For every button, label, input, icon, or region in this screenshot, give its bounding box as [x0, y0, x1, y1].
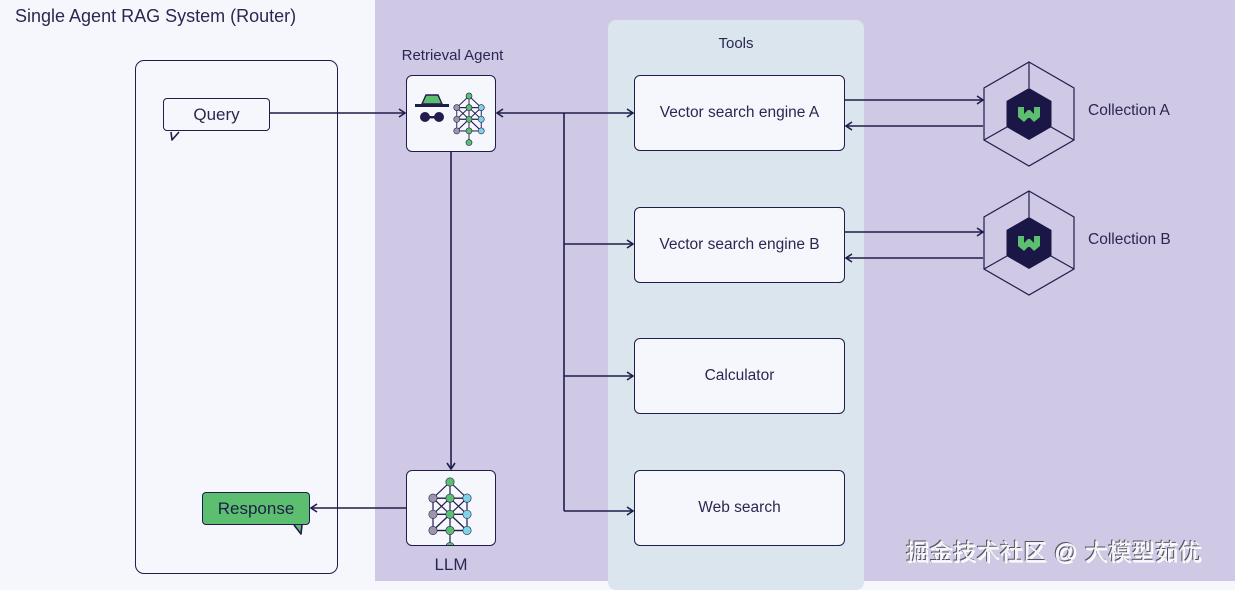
tool-vector-search-a: Vector search engine A [634, 75, 845, 151]
neural-network-icon [453, 93, 485, 147]
network-node [466, 116, 473, 123]
response-label: Response [217, 498, 295, 518]
collection-a-label: Collection A [1088, 102, 1170, 119]
query-bubble-tail [170, 131, 180, 141]
network-node [446, 542, 455, 546]
watermark: 掘金技术社区 @ 大模型茹优 [906, 539, 1203, 565]
network-node [466, 127, 473, 135]
network-node [445, 477, 455, 487]
network-node [462, 510, 472, 520]
retrieval-agent-node [406, 75, 496, 152]
network-node [445, 526, 455, 536]
tool-web-search: Web search [634, 470, 845, 546]
tools-label: Tools [718, 35, 754, 52]
tool-vector-search-b: Vector search engine B [634, 207, 845, 283]
network-node [466, 93, 473, 100]
network-node [445, 510, 455, 520]
network-node [453, 104, 461, 112]
llm-label: LLM [434, 555, 468, 574]
diagram-title: Single Agent RAG System (Router) [15, 6, 297, 26]
network-node [478, 104, 485, 112]
weaviate-cube-icon [983, 61, 1075, 167]
retrieval-agent-label: Retrieval Agent [401, 47, 504, 64]
response-bubble: Response [202, 492, 310, 525]
tool-label: Calculator [704, 367, 775, 384]
network-node [478, 116, 485, 123]
network-node [478, 127, 485, 135]
network-node [428, 510, 438, 520]
tool-label: Vector search engine B [659, 236, 820, 253]
weaviate-cube-icon [983, 190, 1075, 296]
user-frame [135, 60, 338, 574]
network-node [466, 139, 473, 147]
llm-node [406, 470, 496, 546]
network-node [466, 104, 473, 112]
network-node [428, 494, 438, 504]
query-label: Query [193, 104, 240, 124]
spy-agent-icon [415, 94, 450, 123]
tool-calculator: Calculator [634, 338, 845, 414]
query-bubble: Query [163, 98, 270, 131]
collection-b-label: Collection B [1088, 231, 1171, 248]
network-node [428, 526, 438, 536]
network-node [462, 494, 472, 504]
network-node [453, 116, 461, 123]
tool-label: Web search [698, 499, 781, 516]
network-node [462, 526, 472, 536]
neural-network-icon [428, 477, 472, 546]
network-node [445, 494, 455, 504]
response-bubble-tail [293, 524, 303, 535]
tool-label: Vector search engine A [659, 104, 820, 121]
network-node [453, 127, 461, 135]
